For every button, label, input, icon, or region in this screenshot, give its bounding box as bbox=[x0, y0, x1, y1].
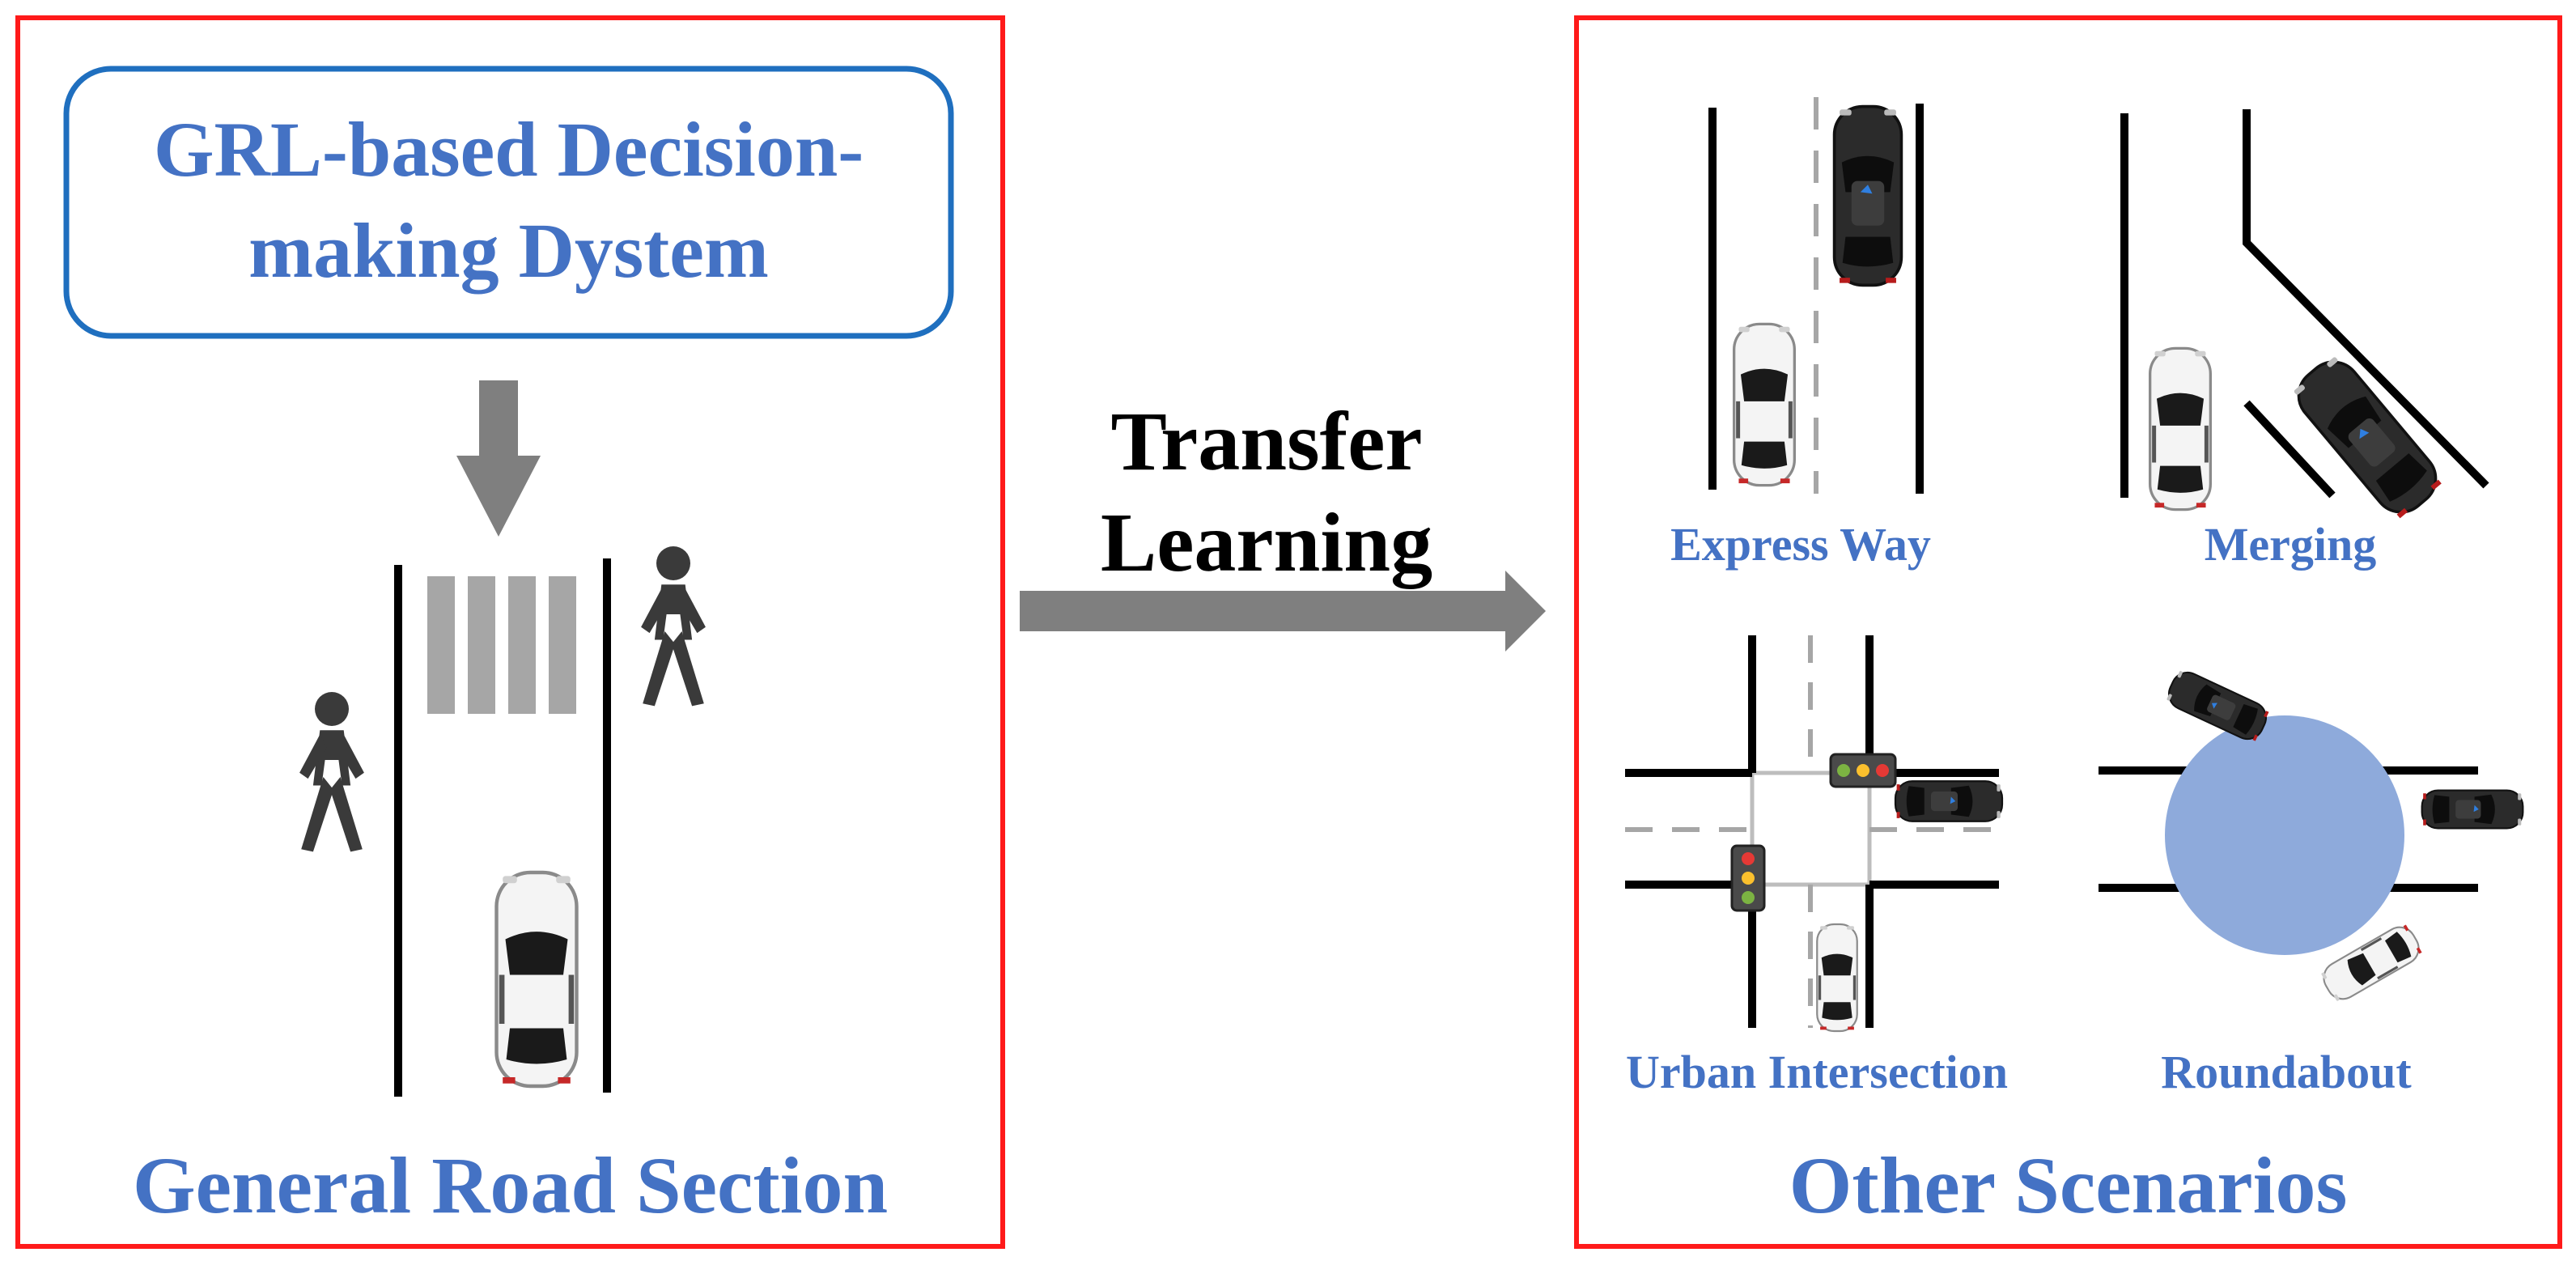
pedestrian-icon bbox=[641, 546, 706, 707]
scenario-label-urban-intersection: Urban Intersection bbox=[1625, 1046, 2008, 1098]
scenario-label-merging: Merging bbox=[2204, 518, 2377, 571]
system-box-title-line2: making Dystem bbox=[248, 207, 769, 294]
car-icon bbox=[1894, 780, 2004, 822]
car-icon bbox=[2286, 349, 2448, 525]
right-arrow-icon bbox=[1020, 571, 1546, 652]
car-icon bbox=[1732, 322, 1797, 487]
system-box-border bbox=[63, 66, 954, 339]
traffic-light-icon bbox=[1829, 753, 1897, 788]
scenario-label-express-way: Express Way bbox=[1670, 518, 1931, 571]
transfer-label-line2: Learning bbox=[1100, 496, 1433, 589]
roundabout-circle bbox=[2165, 715, 2404, 955]
car-icon bbox=[2148, 346, 2213, 512]
left-panel-title: General Road Section bbox=[132, 1140, 889, 1230]
left-panel-border bbox=[15, 15, 1005, 1249]
car-icon bbox=[1816, 923, 1858, 1033]
right-panel-border bbox=[1574, 15, 2562, 1249]
system-box-title-line1: GRL-based Decision- bbox=[153, 106, 864, 193]
traffic-light-icon bbox=[1730, 844, 1766, 912]
general-road bbox=[394, 558, 611, 1097]
crosswalk bbox=[427, 576, 576, 714]
down-arrow-icon bbox=[456, 380, 541, 537]
car-icon bbox=[497, 872, 577, 1086]
right-panel-title: Other Scenarios bbox=[1789, 1140, 2348, 1230]
merging-scene bbox=[2120, 109, 2489, 525]
urban-intersection-scene bbox=[1625, 635, 2004, 1033]
transfer-label-line1: Transfer bbox=[1110, 395, 1423, 488]
pedestrian-icon bbox=[299, 692, 364, 852]
scenario-label-roundabout: Roundabout bbox=[2161, 1046, 2412, 1098]
car-icon bbox=[2421, 789, 2524, 830]
roundabout-scene bbox=[2099, 666, 2524, 1006]
car-icon bbox=[1832, 104, 1903, 287]
car-icon bbox=[2162, 666, 2273, 745]
express-way-scene bbox=[1708, 97, 1924, 494]
